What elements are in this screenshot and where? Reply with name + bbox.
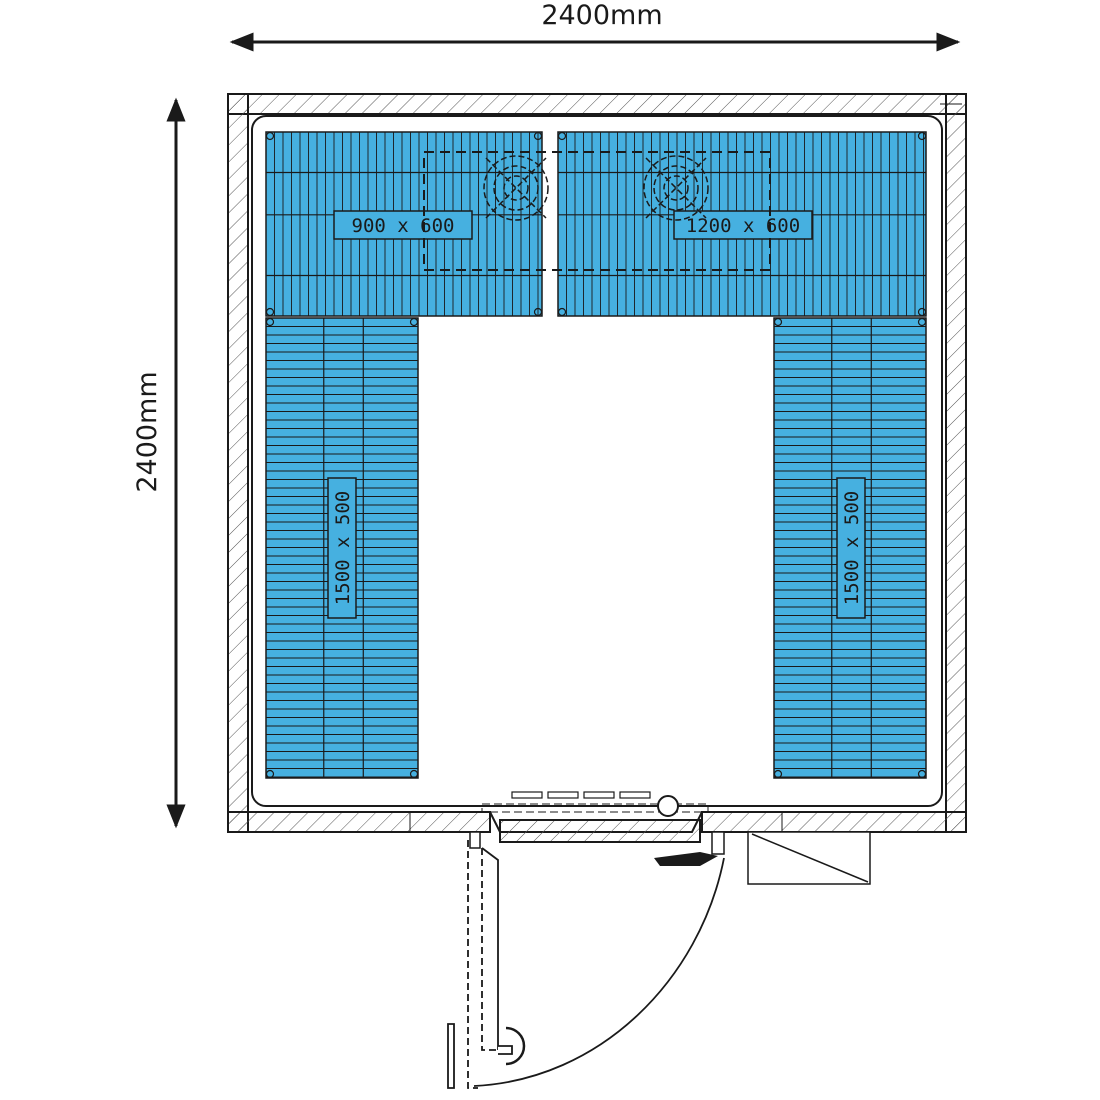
door-handle-icon <box>654 852 718 866</box>
shelf-label-right: 1500 x 500 <box>841 491 863 605</box>
height-label: 2400mm <box>132 371 163 492</box>
shelf-1500x500-right: 1500 x 500 <box>773 317 927 779</box>
condensing-unit <box>747 831 871 885</box>
evaporator-fan-right-icon <box>643 155 709 221</box>
height-dimension: 2400mm <box>132 97 186 829</box>
evaporator-fan-left-icon <box>483 155 549 221</box>
shelf-1500x500-left: 1500 x 500 <box>265 317 419 779</box>
open-door-leaf <box>447 840 526 1089</box>
shelf-900x600: 900 x 600 <box>265 131 543 317</box>
room-walls <box>227 93 967 833</box>
shelf-corner-bolts <box>265 131 927 779</box>
door-swing-arc <box>473 857 725 1087</box>
evaporator-unit <box>423 151 771 271</box>
shelf-label-top-right: 1200 x 600 <box>686 215 800 237</box>
width-label: 2400mm <box>541 0 662 31</box>
shelf-label-top-left: 900 x 600 <box>352 215 455 237</box>
shelf-1200x600: 1200 x 600 <box>557 131 927 317</box>
width-dimension: 2400mm <box>229 0 961 52</box>
door-threshold <box>469 791 725 855</box>
shelf-label-left: 1500 x 500 <box>332 491 354 605</box>
